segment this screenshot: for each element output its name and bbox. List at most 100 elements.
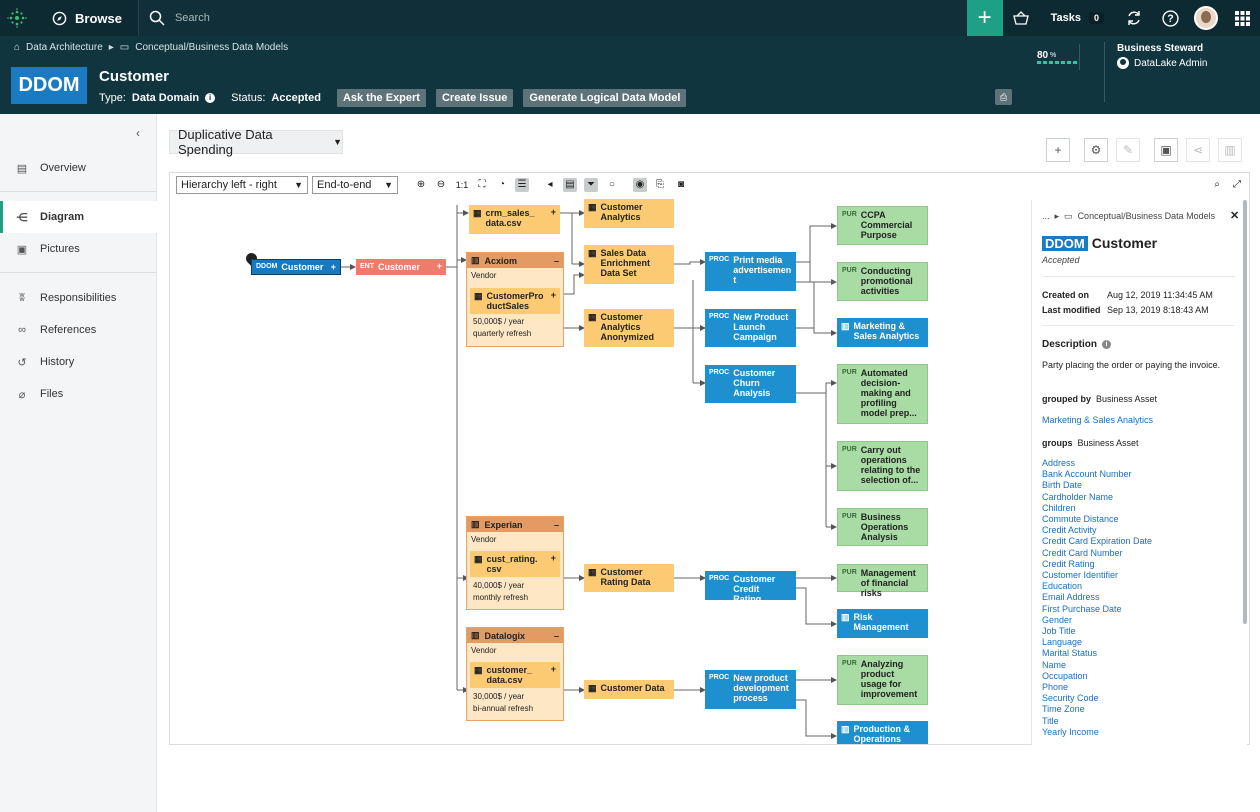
groups-list-item[interactable]: Marital Status bbox=[1042, 648, 1098, 659]
layout-select[interactable]: Hierarchy left - right▼ bbox=[176, 176, 308, 194]
camera-icon[interactable]: ◙ bbox=[677, 179, 685, 190]
help-button[interactable]: ? bbox=[1152, 0, 1188, 36]
file-node-cust-rating[interactable]: ▦cust_rating. csv+ bbox=[470, 551, 560, 577]
user-avatar-button[interactable] bbox=[1188, 0, 1224, 36]
add-view-button[interactable]: + bbox=[1046, 138, 1070, 162]
groups-list-item[interactable]: Security Code bbox=[1042, 693, 1099, 704]
expand-plus-icon[interactable]: + bbox=[436, 261, 442, 271]
actual-size-button[interactable]: 1:1 bbox=[455, 180, 469, 190]
vendor-group-datalogix[interactable]: ▥Datalogix– Vendor ▦customer_ data.csv+ … bbox=[466, 627, 564, 721]
expand-plus-icon[interactable]: + bbox=[550, 553, 556, 563]
collapse-minus-icon[interactable]: – bbox=[553, 519, 559, 530]
basket-button[interactable] bbox=[1003, 0, 1039, 36]
asset-node-marketing-sales[interactable]: ▥Marketing & Sales Analytics bbox=[837, 318, 928, 347]
sidebar-item-history[interactable]: ↺History bbox=[0, 346, 157, 378]
completeness-score[interactable]: 80 % bbox=[1024, 44, 1080, 70]
asset-node-production-operations[interactable]: ▥Production & Operations bbox=[837, 721, 928, 744]
panel-title[interactable]: Customer bbox=[1091, 235, 1158, 251]
ask-the-expert-button[interactable]: Ask the Expert bbox=[336, 89, 426, 107]
panel-scrollbar[interactable] bbox=[1243, 200, 1247, 624]
sidebar-item-files[interactable]: ⌀Files bbox=[0, 378, 157, 410]
settings-button[interactable]: ⚙ bbox=[1084, 138, 1108, 162]
save-button[interactable]: ▣ bbox=[1154, 138, 1178, 162]
breadcrumb-ellipsis[interactable]: ... bbox=[1042, 211, 1050, 221]
close-icon[interactable]: ✕ bbox=[1230, 210, 1240, 222]
info-icon[interactable]: i bbox=[205, 93, 216, 103]
expand-plus-icon[interactable]: + bbox=[550, 207, 556, 217]
tasks-button[interactable]: Tasks 0 bbox=[1039, 0, 1116, 36]
breadcrumb-item[interactable]: Conceptual/Business Data Models bbox=[1077, 211, 1216, 221]
list-icon[interactable]: ☰ bbox=[515, 178, 529, 192]
sidebar-item-references[interactable]: ∞References bbox=[0, 314, 157, 346]
print-button[interactable]: ⎙ bbox=[995, 89, 1012, 105]
type-value[interactable]: Data Domain bbox=[131, 92, 200, 104]
grouped-by-link[interactable]: Marketing & Sales Analytics bbox=[1042, 415, 1154, 425]
file-node-customer-rating-data[interactable]: ▦Customer Rating Data bbox=[584, 564, 674, 592]
create-issue-button[interactable]: Create Issue bbox=[435, 89, 514, 107]
layers-icon[interactable]: ▤ bbox=[563, 178, 577, 192]
scope-select[interactable]: End-to-end▼ bbox=[312, 176, 398, 194]
vendor-group-acxiom[interactable]: ▥Acxiom– Vendor ▦CustomerPro ductSales+ … bbox=[466, 252, 564, 347]
filter-icon[interactable]: ⏷ bbox=[584, 178, 598, 192]
groups-list-item[interactable]: Credit Activity bbox=[1042, 525, 1097, 536]
diagram-view-select[interactable]: Duplicative Data Spending ▼ bbox=[169, 127, 343, 157]
zoom-out-icon[interactable]: ⊖ bbox=[436, 179, 446, 190]
fit-screen-icon[interactable]: ⛶ bbox=[478, 179, 486, 190]
groups-list-item[interactable]: Education bbox=[1042, 581, 1083, 592]
compass-icon[interactable]: ◔ bbox=[498, 179, 506, 190]
groups-list-item[interactable]: Language bbox=[1042, 637, 1083, 648]
info-icon[interactable]: i bbox=[1102, 340, 1112, 349]
groups-list-item[interactable]: Title bbox=[1042, 715, 1059, 726]
groups-list-item[interactable]: Commute Distance bbox=[1042, 514, 1119, 525]
groups-list-item[interactable]: Children bbox=[1042, 502, 1076, 513]
groups-list-item[interactable]: Customer Identifier bbox=[1042, 570, 1119, 581]
sidebar-item-overview[interactable]: ▤Overview bbox=[0, 152, 157, 184]
activity-button[interactable] bbox=[1116, 0, 1152, 36]
expand-icon[interactable]: ⤢ bbox=[1233, 179, 1241, 190]
sidebar-item-pictures[interactable]: ▣Pictures bbox=[0, 233, 157, 265]
groups-list-item[interactable]: Credit Card Number bbox=[1042, 547, 1123, 558]
collapse-minus-icon[interactable]: – bbox=[553, 255, 559, 266]
generate-logical-model-button[interactable]: Generate Logical Data Model bbox=[523, 89, 687, 107]
asset-node-risk-management[interactable]: ▥Risk Management bbox=[837, 609, 928, 638]
zoom-in-icon[interactable]: ⊕ bbox=[416, 179, 426, 190]
share-button[interactable]: ⋖ bbox=[1186, 138, 1210, 162]
collapse-sidebar-icon[interactable]: ‹ bbox=[136, 126, 140, 140]
steward-user[interactable]: DataLake Admin bbox=[1134, 57, 1208, 69]
app-logo[interactable] bbox=[0, 0, 34, 36]
refresh-icon[interactable]: ○ bbox=[608, 179, 616, 190]
groups-list-item[interactable]: Credit Card Expiration Date bbox=[1042, 536, 1153, 547]
vendor-group-experian[interactable]: ▥Experian– Vendor ▦cust_rating. csv+ 40,… bbox=[466, 516, 564, 610]
file-node-crm[interactable]: ▦crm_sales_ data.csv+ bbox=[469, 205, 560, 234]
delete-button[interactable]: ▥ bbox=[1218, 138, 1242, 162]
edit-button[interactable]: ✎ bbox=[1116, 138, 1140, 162]
groups-list-item[interactable]: Gender bbox=[1042, 614, 1073, 625]
groups-list-item[interactable]: Occupation bbox=[1042, 670, 1088, 681]
search-icon[interactable]: ⌕ bbox=[1214, 179, 1220, 190]
expand-plus-icon[interactable]: + bbox=[330, 262, 336, 272]
groups-list-item[interactable]: Cardholder Name bbox=[1042, 491, 1114, 502]
groups-list-item[interactable]: First Purchase Date bbox=[1042, 603, 1122, 614]
file-node-customer-data-csv[interactable]: ▦customer_ data.csv+ bbox=[470, 662, 560, 688]
file-node-customer-analytics[interactable]: ▦Customer Analytics bbox=[584, 199, 674, 228]
groups-list-item[interactable]: Job Title bbox=[1042, 626, 1076, 637]
groups-list-item[interactable]: Email Address bbox=[1042, 592, 1100, 603]
file-node-customer-data[interactable]: ▦Customer Data bbox=[584, 680, 674, 699]
groups-list-item[interactable]: Bank Account Number bbox=[1042, 469, 1132, 480]
groups-list-item[interactable]: Credit Rating bbox=[1042, 558, 1095, 569]
